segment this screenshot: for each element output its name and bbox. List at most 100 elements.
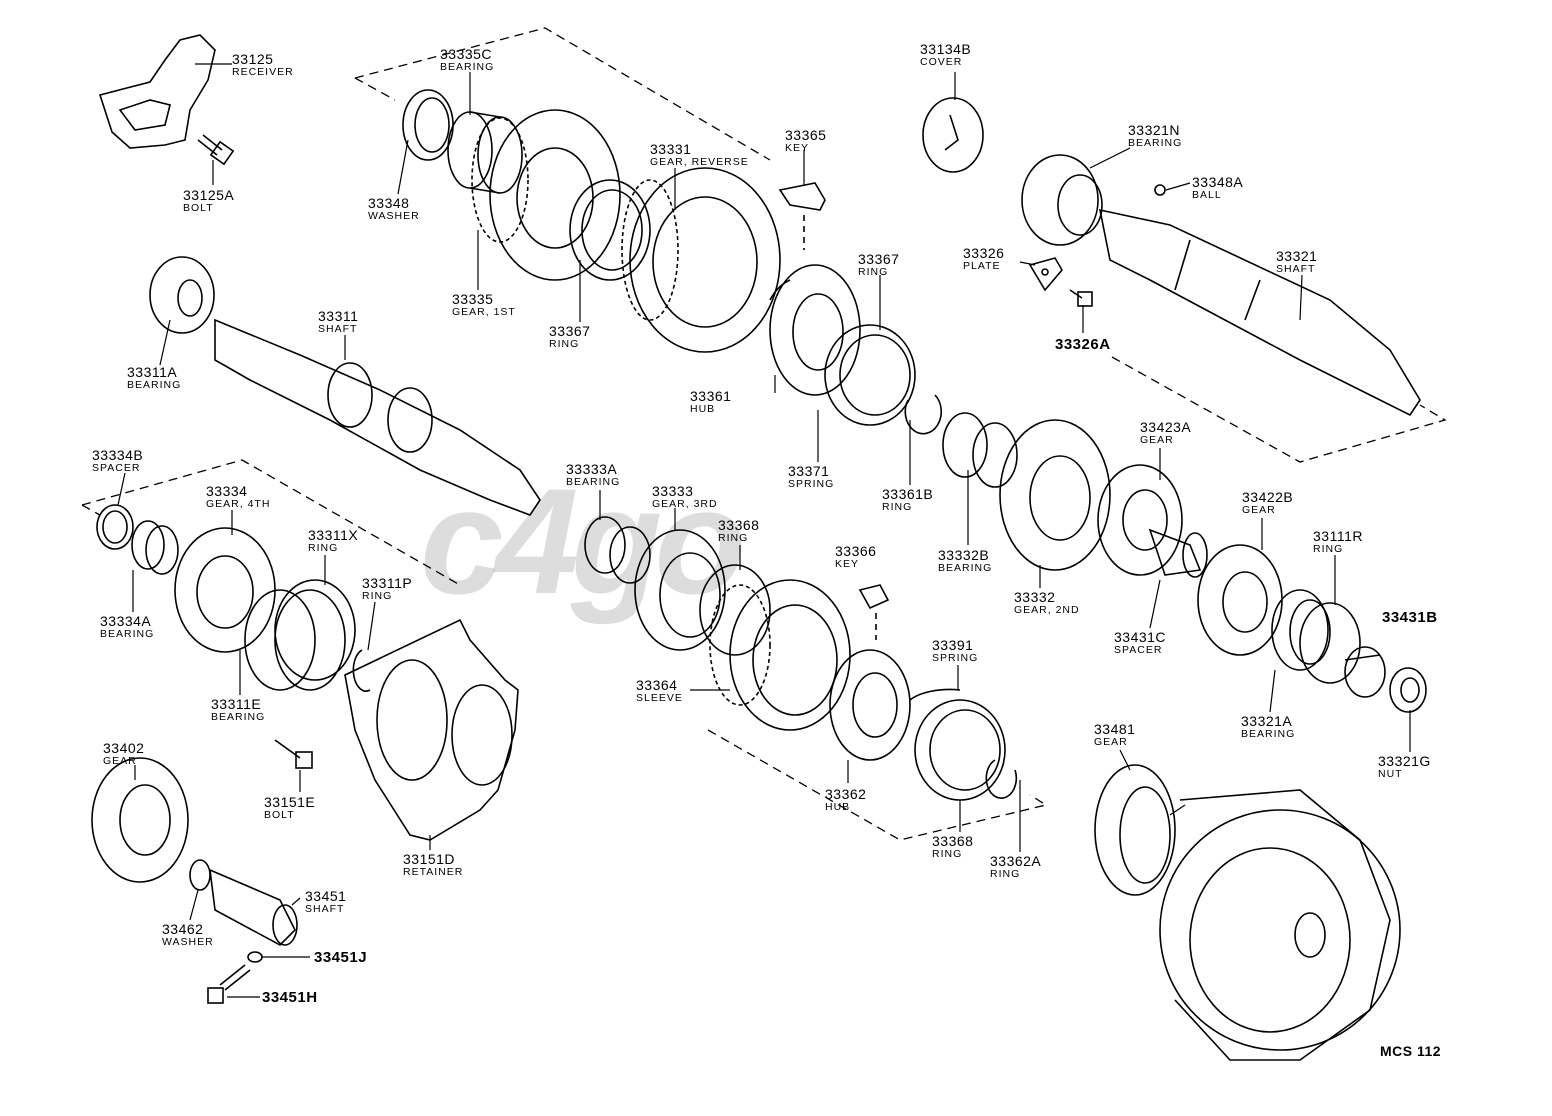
bearing-33311E-part bbox=[244, 589, 346, 691]
bearing-33321N-part bbox=[1021, 154, 1103, 246]
nut-33321G-part bbox=[1389, 667, 1427, 713]
label-33326A: 33326A bbox=[1055, 336, 1111, 353]
washer-33348-part bbox=[402, 89, 454, 161]
spacer-33431B-part bbox=[1344, 646, 1386, 698]
bearing-33311A-part bbox=[149, 256, 215, 334]
washer-33462-part bbox=[189, 859, 211, 891]
ring-33111R-part bbox=[1299, 602, 1361, 684]
gear-33333-part bbox=[634, 529, 726, 651]
shaft-33311-part bbox=[214, 318, 541, 516]
bolt-33451H-part bbox=[207, 964, 251, 1004]
ring-33451J-part bbox=[247, 951, 263, 963]
gear-33481-part bbox=[1094, 764, 1401, 1061]
label-33431B: 33431B bbox=[1382, 609, 1438, 626]
leader-lines bbox=[117, 63, 1411, 998]
bolt-33125A-part bbox=[197, 134, 235, 166]
key-33366-part bbox=[858, 584, 890, 610]
bearing-33321A-part bbox=[1271, 589, 1331, 671]
spring-33391-part bbox=[909, 688, 961, 701]
spacer-33334B-part bbox=[96, 504, 134, 550]
assembly-outlines bbox=[81, 27, 1447, 841]
gear-33422B-part bbox=[1197, 544, 1283, 656]
bearing-33333A-part bbox=[584, 516, 651, 584]
gear-33402-part bbox=[91, 757, 189, 883]
ring-33367a-part bbox=[569, 179, 651, 281]
gear-33331-part bbox=[621, 167, 781, 353]
bearing-33334A-part bbox=[131, 520, 179, 575]
ring-33367b-part bbox=[824, 324, 916, 426]
ball-33348A-part bbox=[1154, 184, 1166, 196]
retainer-33151D-part bbox=[344, 618, 519, 841]
spacer-33431C-part bbox=[1148, 528, 1208, 578]
diagram-id: MCS 112 bbox=[1380, 1043, 1442, 1059]
watermark: c4go bbox=[420, 457, 746, 625]
hub-33361-part bbox=[769, 264, 861, 396]
gear-33423A-part bbox=[1097, 464, 1183, 576]
shaft-33321-part bbox=[1098, 208, 1421, 417]
key-33365-part bbox=[778, 182, 826, 211]
gear-33334-part bbox=[174, 527, 276, 653]
label-33451J: 33451J bbox=[314, 949, 368, 966]
label-33451H: 33451H bbox=[262, 989, 318, 1006]
plate-33326-part bbox=[1028, 257, 1063, 292]
bearing-33332B-part bbox=[942, 412, 1018, 488]
receiver-part bbox=[98, 34, 216, 149]
shaft-33451-part bbox=[209, 868, 298, 946]
ring-33368a-part bbox=[699, 564, 771, 656]
cover-33134B-part bbox=[922, 97, 984, 173]
sleeve-33364-part bbox=[709, 579, 851, 731]
gear-33332-part bbox=[999, 419, 1111, 571]
ring-33362A-part bbox=[985, 759, 1018, 799]
hub-33362-part bbox=[829, 649, 911, 761]
ring-33311P-part bbox=[352, 649, 371, 692]
ring-33311X-part bbox=[274, 579, 356, 681]
bolt-33151E-part bbox=[274, 739, 313, 769]
bolt-33326A-part bbox=[1069, 289, 1093, 307]
